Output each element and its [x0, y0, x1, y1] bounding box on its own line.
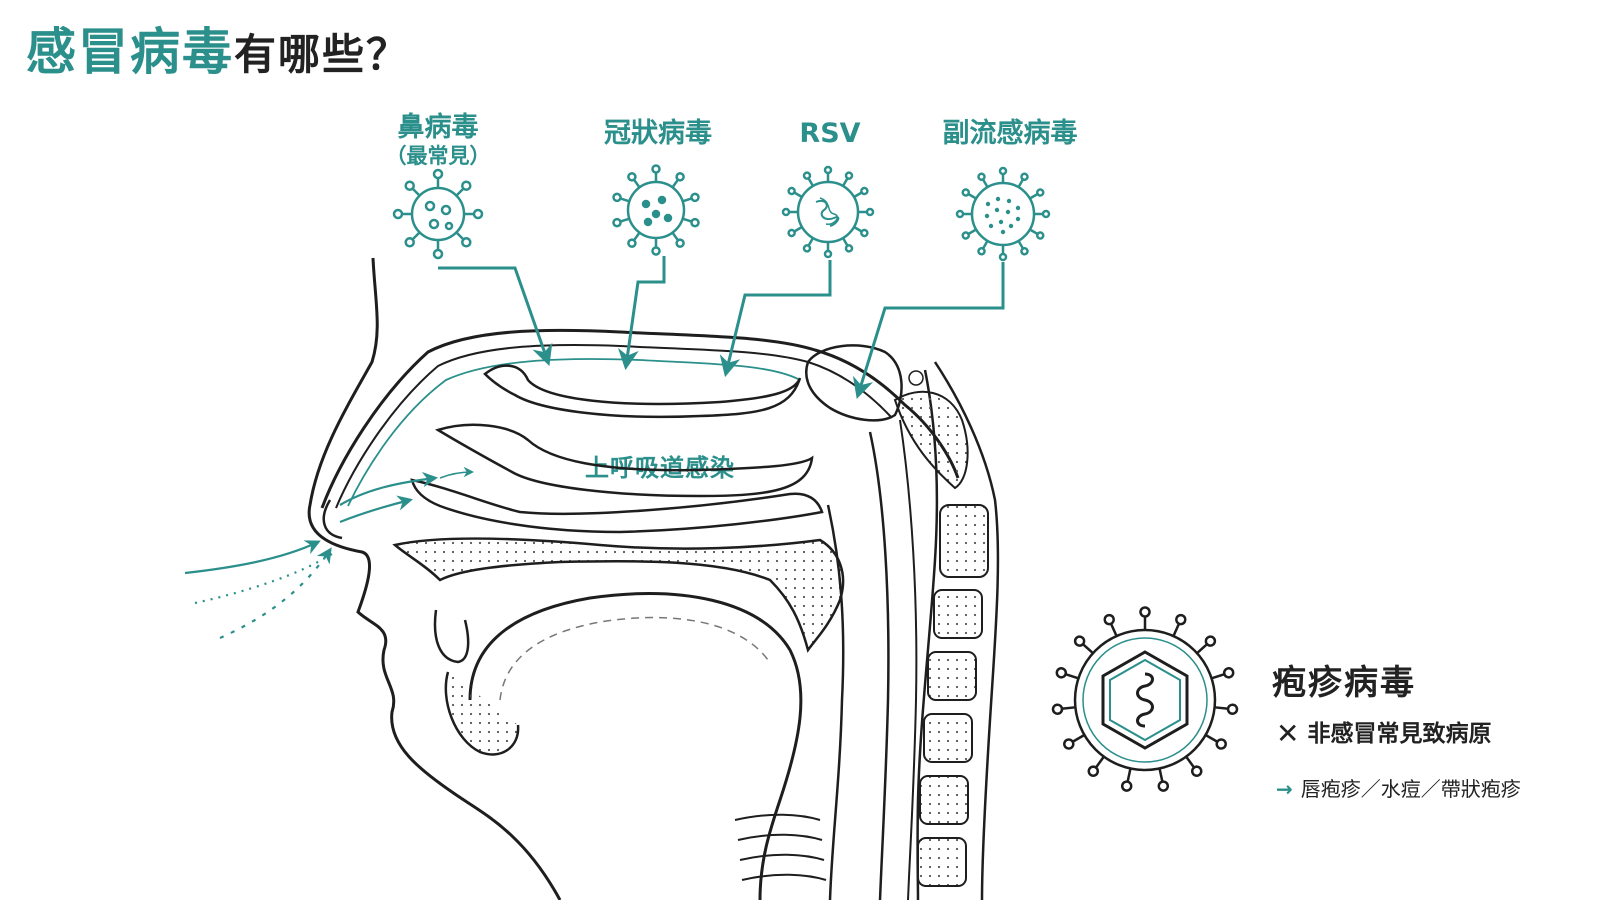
herpes-related-text: 唇疱疹／水痘／帶狀疱疹	[1300, 777, 1521, 801]
larynx-rings	[734, 813, 827, 881]
nasal-roof-inner	[335, 344, 893, 509]
herpes-not-common-text: 非感冒常見致病原	[1307, 721, 1492, 747]
nostril	[322, 499, 343, 540]
mucosa-line	[347, 358, 801, 507]
virus-label-parainfluenza: 副流感病毒	[935, 118, 1085, 150]
middle-turbinate	[434, 423, 814, 498]
virus-pointer-arrows	[438, 256, 1005, 400]
rhinovirus-icon	[392, 168, 484, 260]
pharynx-wall	[899, 419, 918, 900]
superior-turbinate	[483, 364, 802, 419]
title-rest: 有哪些？	[234, 30, 411, 79]
lower-lip	[444, 671, 520, 756]
rsv-icon	[781, 165, 875, 259]
virus-name: 冠狀病毒	[604, 118, 712, 149]
virus-label-coronavirus: 冠狀病毒	[588, 118, 728, 150]
airflow-arrows	[184, 466, 475, 640]
herpes-not-common: ✕ 非感冒常見致病原	[1276, 714, 1491, 750]
pharynx-front	[826, 504, 845, 900]
virus-label-rhinovirus: 鼻病毒 （最常見）	[378, 112, 498, 170]
inferior-turbinate	[410, 478, 824, 534]
herpes-related: → 唇疱疹／水痘／帶狀疱疹	[1276, 773, 1521, 802]
arrow-right-icon: →	[1276, 777, 1293, 801]
virus-label-rsv: RSV	[780, 118, 880, 150]
parainfluenza-icon	[955, 166, 1051, 262]
herpes-name: 疱疹病毒	[1272, 663, 1416, 703]
pharynx-back	[868, 431, 890, 900]
virus-name: 鼻病毒	[397, 112, 479, 143]
face-profile	[307, 257, 562, 900]
title-accent: 感冒病毒	[26, 23, 234, 81]
coronavirus-icon	[612, 164, 700, 256]
virus-note: （最常見）	[385, 144, 491, 169]
tongue	[468, 592, 803, 900]
tongue-inner	[499, 616, 769, 701]
page-title: 感冒病毒有哪些？	[26, 22, 410, 82]
upper-lip	[433, 609, 470, 664]
sinus-opening	[908, 370, 924, 386]
virus-name: RSV	[799, 118, 861, 149]
adenoid	[805, 344, 903, 422]
spine-outline-back	[933, 361, 1000, 900]
cross-icon: ✕	[1276, 717, 1300, 750]
hard-palate	[392, 537, 845, 653]
virus-name: 副流感病毒	[942, 118, 1078, 149]
herpesvirus-icon	[1051, 606, 1239, 792]
vertebrae	[893, 390, 989, 887]
